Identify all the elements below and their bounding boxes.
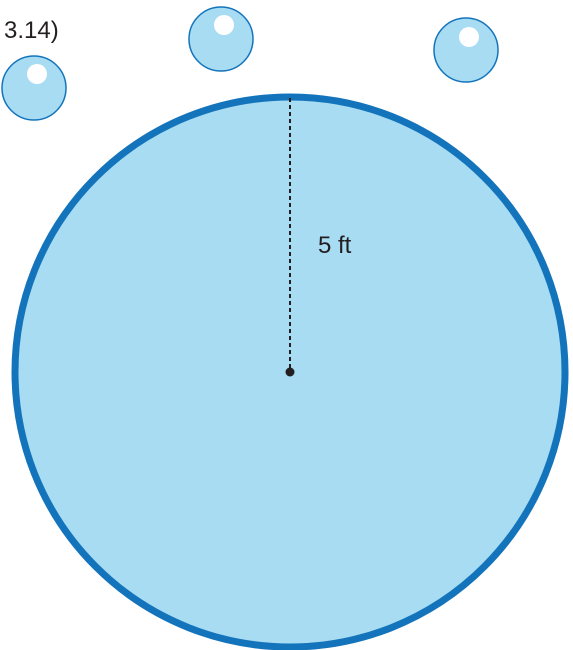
- bubble-left-body: [1, 55, 67, 121]
- bubble-right: [433, 17, 499, 83]
- bubble-middle: [188, 6, 254, 72]
- center-point: [285, 367, 295, 377]
- bubble-right-body: [433, 17, 499, 83]
- corner-text: 3.14): [4, 17, 59, 44]
- bubble-left-highlight: [27, 64, 47, 84]
- bubble-middle-highlight: [214, 15, 234, 35]
- bubble-middle-body: [188, 6, 254, 72]
- bubble-right-highlight: [459, 27, 479, 47]
- bubble-left: [1, 55, 67, 121]
- radius-label: 5 ft: [318, 232, 352, 259]
